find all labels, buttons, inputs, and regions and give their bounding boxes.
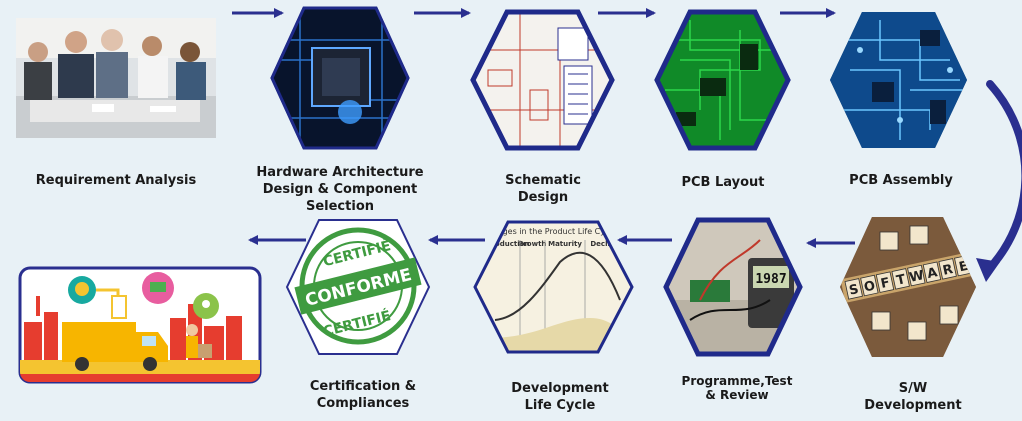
step-schematic-design-image [470, 9, 615, 151]
label-certification: Certification & Compliances [309, 379, 417, 411]
label-schematic-design: Schematic Design [505, 173, 581, 205]
step-pcb-assembly-image [830, 12, 967, 148]
curved-arrow-5-to-6 [984, 80, 1022, 274]
label-pcb-layout: PCB Layout [681, 175, 765, 190]
lifecycle-chart-title: Stages in the Product Life Cycle [489, 227, 616, 236]
flow-arrows [232, 8, 1022, 282]
step-pcb-layout-image [654, 9, 791, 151]
label-requirement-analysis: Requirement Analysis [35, 173, 197, 188]
step-certification-image: CERTIFIÉ CONFORME CERTIFIÉ [285, 219, 431, 355]
step-delivery-image [18, 266, 262, 384]
letter-tile [844, 278, 863, 300]
label-development-life-cycle: Development Life Cycle [511, 381, 609, 413]
letter-tile [891, 268, 910, 290]
letter-tile-text: O [863, 279, 877, 296]
label-sw-development: S/W Development [864, 381, 962, 413]
step-requirement-analysis-image [16, 18, 216, 138]
letter-tile [938, 258, 957, 280]
letter-tile-text: T [895, 272, 907, 289]
multimeter-reading: 1987 [755, 272, 786, 287]
lifecycle-stage-label: Growth [518, 240, 547, 248]
lifecycle-stage-label: Maturity [548, 240, 582, 248]
letter-tile-text: A [926, 265, 939, 282]
lifecycle-stage-label: Introduction [481, 240, 530, 248]
letter-tile [907, 264, 926, 287]
step-development-life-cycle-image: Stages in the Product Life Cycle Introdu… [473, 220, 634, 354]
letter-tile [860, 274, 879, 297]
label-pcb-assembly: PCB Assembly [849, 173, 953, 188]
letter-tile [922, 261, 942, 283]
step-programme-test-image: 1987 [663, 217, 803, 357]
label-programme-test: Programme,Test & Review [681, 374, 793, 402]
label-hardware-architecture: Hardware Architecture Design & Component… [256, 165, 424, 214]
letter-tile-text: F [879, 275, 891, 292]
lifecycle-stage-label: Decline [590, 240, 619, 248]
curved-arrow-head [976, 258, 1000, 282]
letter-tile-text: S [848, 282, 860, 299]
letter-tile [875, 271, 895, 293]
letter-tile-text: E [958, 259, 970, 276]
step-hardware-architecture-image [270, 6, 410, 150]
letter-tile-text: W [908, 268, 925, 286]
letter-tile-text: R [941, 262, 954, 279]
